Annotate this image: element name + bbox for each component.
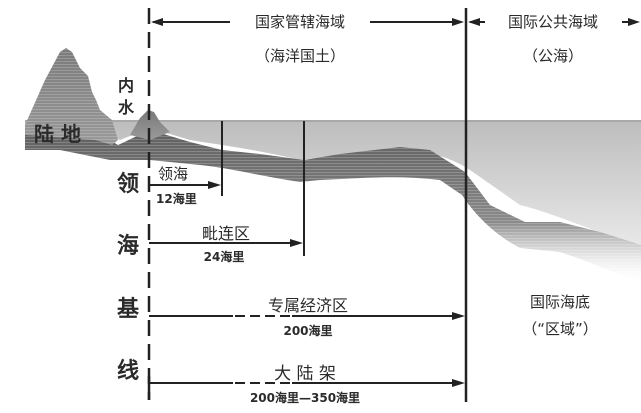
territorial-sea-distance: 12海里	[156, 192, 197, 206]
high-seas-sub-label: （公海）	[522, 47, 584, 65]
contiguous-zone-distance: 24海里	[203, 250, 245, 264]
baseline-char-4: 线	[117, 359, 140, 384]
contiguous-zone-label: 毗连区	[201, 224, 251, 243]
national-waters-sub-label: （海洋国土）	[254, 47, 346, 65]
continental-shelf-distance: 200海里—350海里	[249, 391, 361, 405]
area-label: （“区域”）	[522, 320, 598, 338]
sea-surface-line	[25, 120, 641, 122]
sea-water	[25, 121, 641, 245]
territorial-sea-label: 领海	[158, 165, 189, 183]
internal-waters-label-1: 内	[118, 76, 135, 95]
island-peak	[130, 110, 170, 140]
internal-waters-label-2: 水	[118, 98, 135, 117]
continental-shelf-label: 大 陆 架	[274, 364, 336, 384]
baseline-char-3: 基	[117, 297, 140, 322]
eez-label: 专属经济区	[267, 296, 349, 315]
national-waters-label: 国家管辖海域	[254, 13, 346, 31]
eez-distance: 200海里	[283, 324, 333, 338]
baseline-char-1: 领	[117, 172, 140, 197]
high-seas-label: 国际公共海域	[507, 13, 599, 31]
land-label: 陆 地	[34, 122, 81, 146]
international-seabed-label: 国际海底	[529, 293, 591, 311]
baseline-char-2: 海	[117, 234, 140, 259]
